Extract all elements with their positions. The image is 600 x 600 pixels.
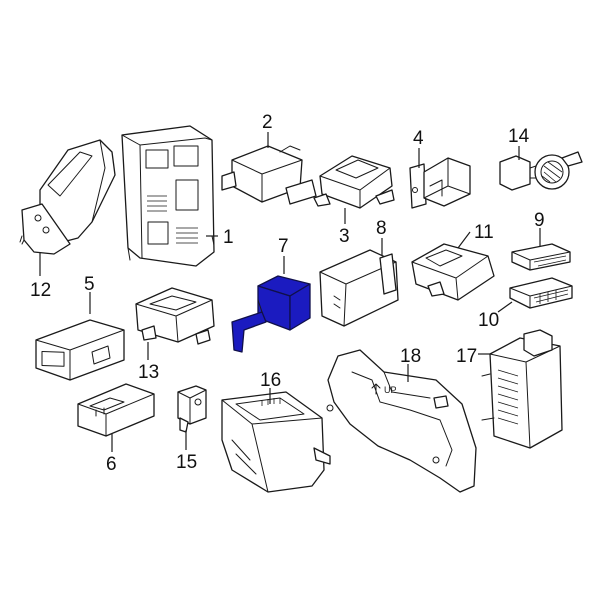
leader-lines <box>39 132 541 452</box>
callout-3: 3 <box>339 226 350 247</box>
callout-15: 15 <box>176 452 197 473</box>
part-3-module[interactable] <box>313 155 395 209</box>
callout-11: 11 <box>474 222 494 243</box>
part-17-control-unit[interactable] <box>481 329 563 449</box>
callout-1: 1 <box>223 227 234 248</box>
part-11-module[interactable] <box>411 243 495 301</box>
callout-labels: 1 2 3 4 5 6 7 8 9 10 11 12 13 14 15 16 1… <box>30 112 545 475</box>
callout-2: 2 <box>262 112 273 133</box>
part-15-clip[interactable] <box>177 385 207 433</box>
part-14-sensor[interactable] <box>499 151 583 191</box>
callout-6: 6 <box>106 454 117 475</box>
callout-17: 17 <box>456 346 477 367</box>
part-13-module[interactable] <box>135 287 215 345</box>
callout-5: 5 <box>84 274 95 295</box>
callout-7: 7 <box>278 236 289 257</box>
callout-13: 13 <box>138 362 159 383</box>
callout-14: 14 <box>508 126 530 147</box>
part-8-module[interactable] <box>319 249 399 327</box>
up-marking: UP <box>384 385 397 395</box>
part-7-highlighted-module[interactable] <box>231 275 311 353</box>
part-18-bracket[interactable]: UP <box>326 349 477 493</box>
part-1-body-control-module[interactable] <box>121 125 215 267</box>
part-10-connector[interactable] <box>509 277 573 309</box>
callout-10: 10 <box>478 310 499 331</box>
callout-4: 4 <box>413 128 424 149</box>
callout-8: 8 <box>376 218 387 239</box>
callout-12: 12 <box>30 280 51 301</box>
callout-9: 9 <box>534 210 545 231</box>
part-16-module[interactable] <box>221 391 331 493</box>
callout-16: 16 <box>260 370 281 391</box>
part-6-module[interactable] <box>77 383 155 437</box>
part-9-connector[interactable] <box>511 243 571 271</box>
part-12-module[interactable] <box>19 139 116 255</box>
part-4-bracket-connector[interactable] <box>409 157 471 209</box>
part-2-module-bracket[interactable] <box>221 145 317 205</box>
part-5-module[interactable] <box>35 319 125 381</box>
callout-18: 18 <box>400 346 421 367</box>
